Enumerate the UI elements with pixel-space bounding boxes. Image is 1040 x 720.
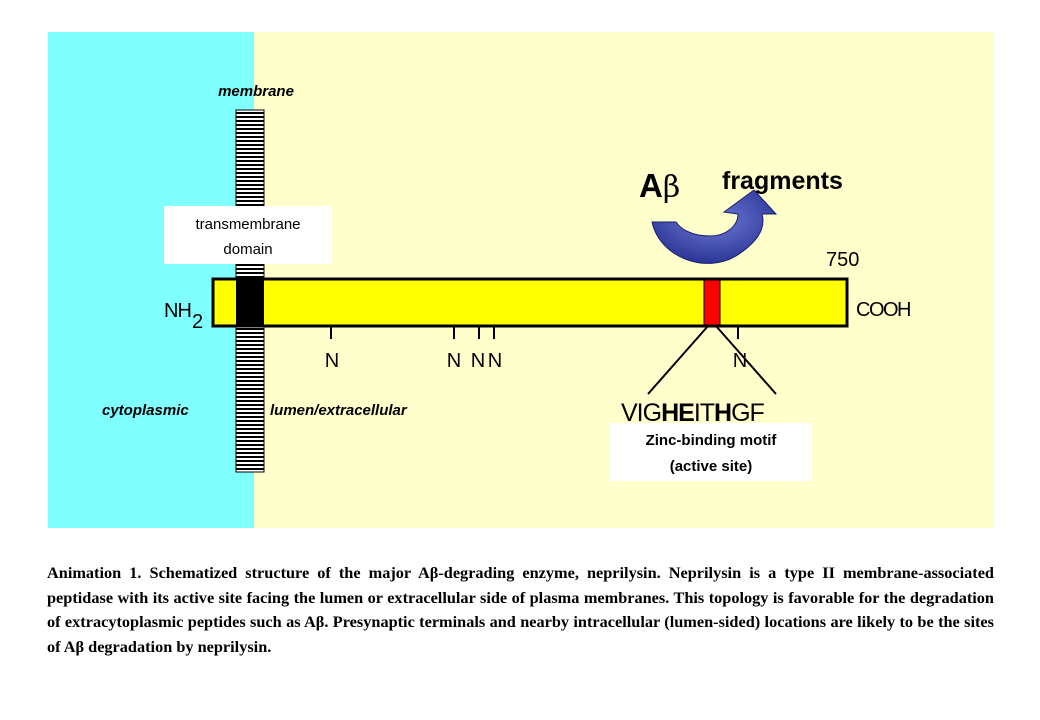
abeta-label: Aβ [639,167,680,205]
membrane-label: membrane [218,83,294,100]
cytoplasmic-label: cytoplasmic [102,402,189,419]
c-terminus-label: COOH [856,299,910,321]
active-site-marker [703,279,721,326]
glycosylation-sites [330,326,739,339]
motif-label-line1: Zinc-binding motif [646,432,778,449]
degradation-arrow-icon [651,189,778,264]
glycosylation-site-n: N [488,350,502,372]
figure-caption: Animation 1. Schematized structure of th… [47,563,994,656]
glycosylation-site-n: N [733,350,747,372]
motif-label-box [610,423,812,481]
glycosylation-site-n: N [447,350,461,372]
glycosylation-site-n: N [471,350,485,372]
transmembrane-domain [236,280,264,325]
neprilysin-diagram: membrane transmembrane domain NH 2 COOH … [48,32,994,528]
n-terminus-label: NH 2 [164,300,203,333]
motif-label-line2: (active site) [670,458,753,475]
transmembrane-label-line1: transmembrane [195,216,300,233]
lumen-label: lumen/extracellular [270,402,408,419]
glycosylation-site-n: N [325,350,339,372]
fragments-label: fragments [722,167,843,195]
protein-chain [211,277,849,328]
motif-sequence: VIGHEITHGF [621,399,765,427]
transmembrane-label-line2: domain [223,241,272,258]
transmembrane-label-box [164,206,332,264]
motif-leader-lines [647,325,777,395]
residue-count-label: 750 [826,249,859,271]
